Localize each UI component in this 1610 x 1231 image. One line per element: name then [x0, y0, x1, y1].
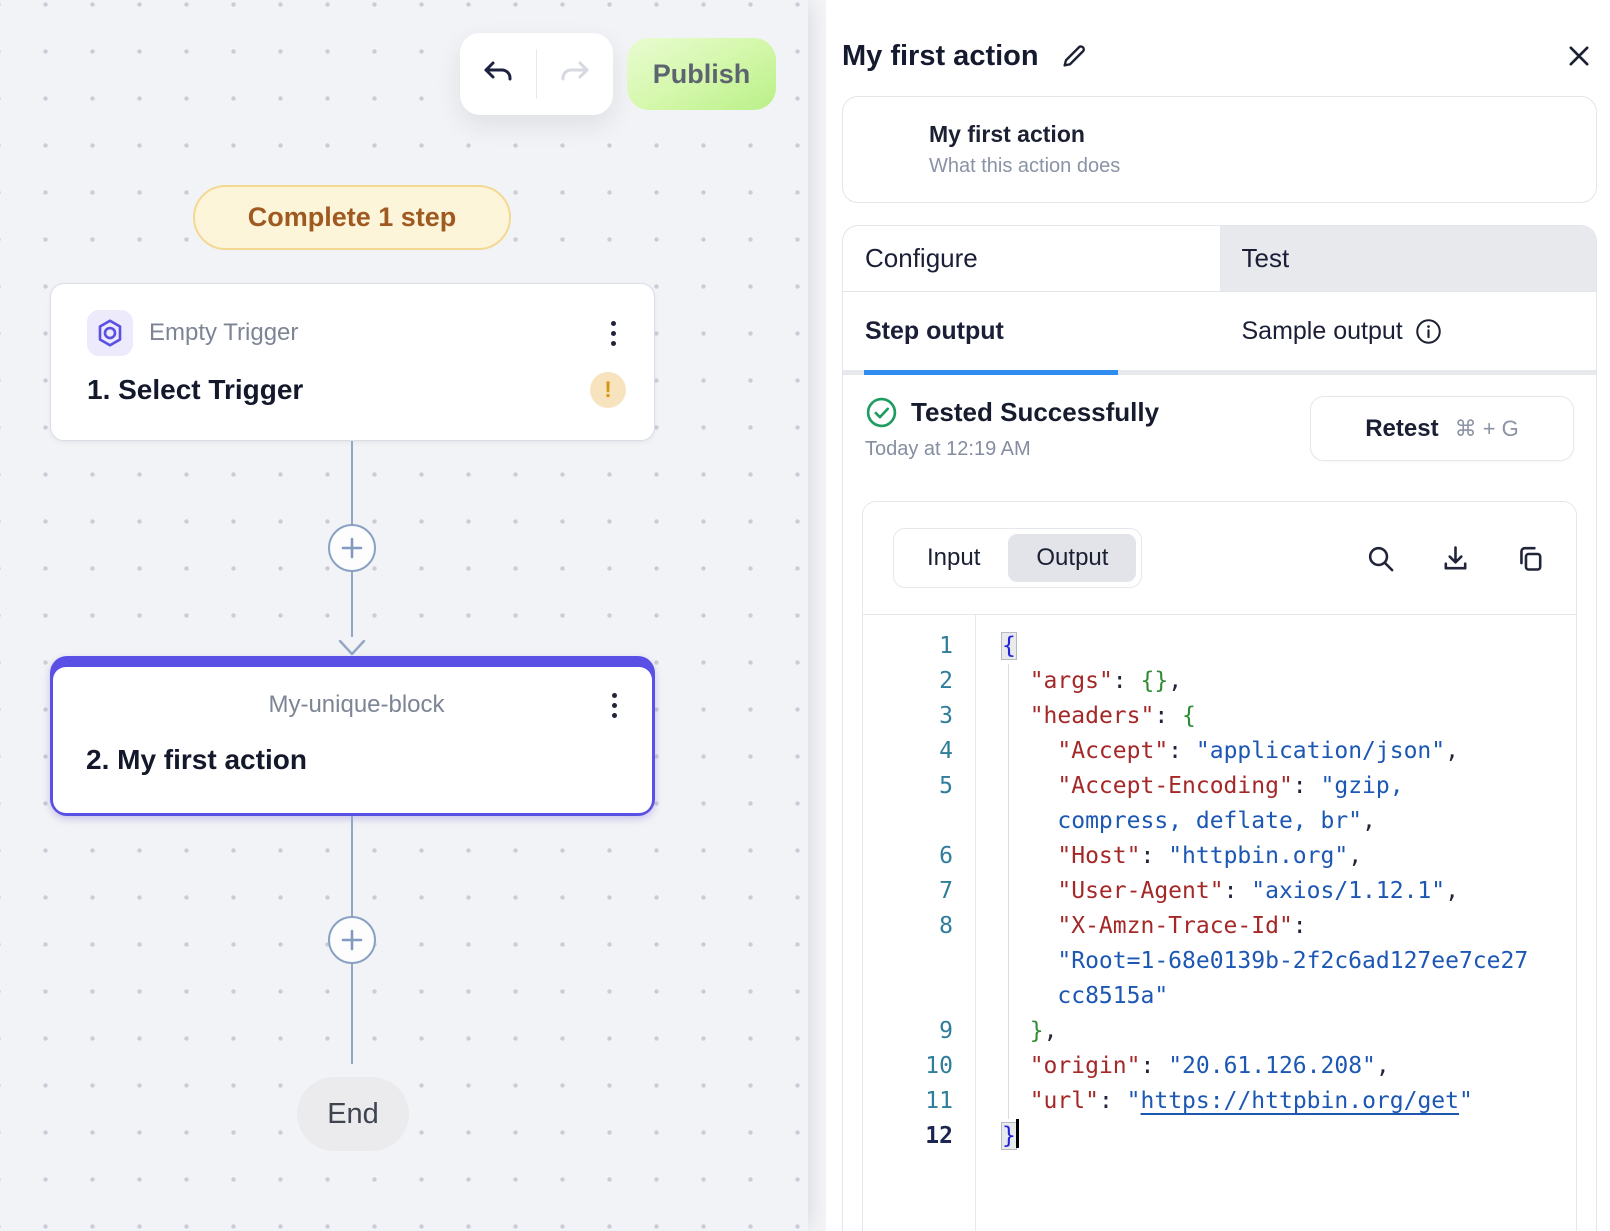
copy-button[interactable] [1515, 543, 1546, 574]
close-icon [1569, 46, 1589, 66]
connector-1 [324, 441, 380, 656]
output-toggle[interactable]: Output [1008, 534, 1137, 582]
code-line: "Accept-Encoding": "gzip, [1057, 773, 1404, 799]
arrow-down-icon [338, 639, 366, 656]
redo-icon [561, 61, 589, 81]
tab-bar: Configure Test [843, 226, 1596, 292]
pencil-icon [1063, 45, 1085, 67]
redo-button[interactable] [537, 33, 613, 115]
retest-label: Retest [1365, 414, 1439, 442]
action-app-label: My-unique-block [268, 691, 445, 718]
copy-icon [1520, 546, 1542, 571]
add-step-button-2[interactable] [328, 916, 376, 964]
code-line: "Accept": "application/json", [1057, 738, 1459, 764]
action-title: 2. My first action [86, 744, 307, 775]
undo-redo-toolbar [460, 33, 613, 115]
publish-button[interactable]: Publish [627, 38, 776, 110]
search-icon [1368, 546, 1394, 571]
plus-icon [341, 537, 363, 559]
edit-title-button[interactable] [1059, 41, 1089, 71]
code-line: "X-Amzn-Trace-Id": [1057, 913, 1307, 939]
action-description-card[interactable]: My first action What this action does [842, 96, 1597, 203]
output-viewer-card: Input Output [862, 501, 1577, 1231]
hexagon-icon [98, 319, 122, 347]
action-description: What this action does [929, 155, 1121, 177]
code-lines: { "args": {}, "headers": { "Accept": "ap… [976, 615, 1576, 1231]
test-status-message: Tested Successfully [911, 397, 1160, 427]
complete-steps-badge: Complete 1 step [193, 185, 511, 250]
retest-shortcut: ⌘ + G [1454, 415, 1519, 441]
code-line: "headers": { [1029, 703, 1196, 729]
tab-configure[interactable]: Configure [865, 243, 978, 273]
io-toggle: Input Output [893, 528, 1143, 588]
action-name: My first action [929, 121, 1085, 147]
trigger-menu-button[interactable] [600, 319, 626, 348]
code-line: } [1002, 1119, 1576, 1154]
tab-test[interactable]: Test [1219, 226, 1596, 291]
trigger-title: 1. Select Trigger [87, 374, 304, 405]
code-line: "args": {}, [1029, 668, 1183, 694]
panel-title: My first action [842, 39, 1039, 72]
configure-test-card: Configure Test Step output Sample output [842, 225, 1597, 1231]
success-check-icon [866, 397, 897, 428]
search-button[interactable] [1365, 543, 1396, 574]
panel-header: My first action [842, 33, 1597, 79]
sample-output-label: Sample output [1241, 316, 1403, 345]
indent-guide [1008, 664, 1009, 1119]
output-tab-bar: Step output Sample output [843, 292, 1596, 375]
code-line: }, [1029, 1018, 1058, 1044]
input-toggle[interactable]: Input [927, 544, 981, 571]
code-line: "Root=1-68e0139b-2f2c6ad127ee7ce27 [1057, 948, 1529, 974]
retest-button[interactable]: Retest ⌘ + G [1310, 396, 1574, 461]
action-menu-button[interactable] [601, 691, 627, 720]
add-step-button-1[interactable] [328, 524, 376, 572]
code-line: "origin": "20.61.126.208", [1029, 1053, 1390, 1079]
test-timestamp: Today at 12:19 AM [865, 438, 1031, 460]
code-line: "User-Agent": "axios/1.12.1", [1057, 878, 1459, 904]
code-line: "Host": "httpbin.org", [1057, 843, 1363, 869]
info-icon [1415, 318, 1442, 345]
warning-icon: ! [590, 372, 626, 408]
download-icon [1444, 545, 1467, 569]
plus-icon [341, 929, 363, 951]
code-line: compress, deflate, br", [1057, 808, 1376, 834]
connector-2 [324, 816, 380, 1064]
close-panel-button[interactable] [1561, 38, 1597, 74]
test-status-row: Tested Successfully Today at 12:19 AM Re… [843, 375, 1596, 491]
workflow-canvas[interactable]: Publish Complete 1 step Empty Trigger 1.… [0, 0, 808, 1231]
tab-step-output[interactable]: Step output [865, 316, 1004, 345]
trigger-app-label: Empty Trigger [149, 319, 299, 346]
output-toolbar: Input Output [863, 502, 1576, 614]
end-node: End [297, 1077, 409, 1151]
trigger-block[interactable]: Empty Trigger 1. Select Trigger ! [50, 283, 655, 441]
undo-button[interactable] [460, 33, 536, 115]
code-line: "url": "https://httpbin.org/get" [1029, 1088, 1473, 1114]
code-line: cc8515a" [1057, 983, 1169, 1009]
trigger-app-icon [87, 310, 133, 356]
code-line: { [1002, 633, 1016, 659]
panel-gutter [808, 0, 826, 1231]
action-block-selected[interactable]: My-unique-block 2. My first action [50, 656, 655, 816]
undo-icon [484, 61, 512, 81]
toolbar-divider [536, 49, 537, 99]
action-panel: My first action My first action What thi… [826, 0, 1610, 1231]
tab-sample-output[interactable]: Sample output [1220, 292, 1597, 370]
download-button[interactable] [1440, 543, 1471, 574]
